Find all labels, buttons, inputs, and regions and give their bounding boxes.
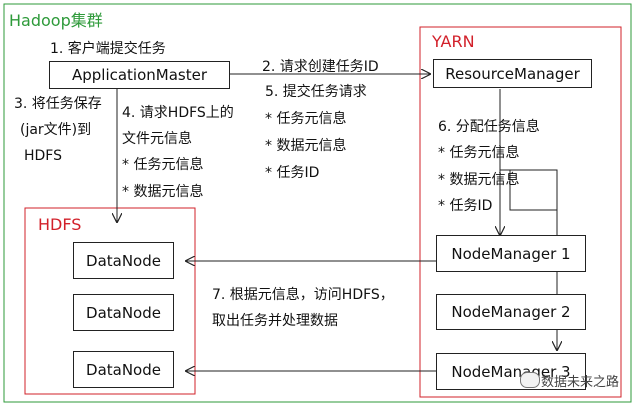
step-3-line-3: HDFS [24,148,63,164]
step-6-line-2: * 任务元信息 [438,145,520,161]
step-4-line-4: * 数据元信息 [122,184,204,200]
watermark-text: 数据未来之路 [541,375,620,390]
step-3-line-1: 3. 将任务保存 [14,96,102,112]
node-manager-3-box: NodeManager 3 [436,353,586,390]
step-4-line-1: 4. 请求HDFS上的 [122,105,234,121]
step-4-line-3: * 任务元信息 [122,157,204,173]
step-3-line-2: (jar文件)到 [20,122,92,138]
step-5-line-4: * 任务ID [265,165,320,181]
step-4-line-2: 文件元信息 [122,131,192,147]
datanode-3-box: DataNode [73,351,174,388]
application-master-box: ApplicationMaster [49,61,230,89]
step-5-line-1: 5. 提交任务请求 [265,84,367,100]
node-manager-1-box: NodeManager 1 [436,235,586,272]
yarn-frame [419,26,622,398]
datanode-1-box: DataNode [73,242,174,279]
hadoop-cluster-title: Hadoop集群 [9,11,103,30]
wechat-logo-icon [520,372,540,388]
node-manager-2-box: NodeManager 2 [436,294,586,330]
hadoop-cluster-frame [3,3,632,403]
step-5-line-2: * 任务元信息 [265,111,347,127]
step-1-label: 1. 客户端提交任务 [50,41,166,57]
hdfs-frame [24,207,196,395]
step-2-label: 2. 请求创建任务ID [262,59,379,75]
arrow-assign-nm3 [509,170,557,350]
step-6-line-1: 6. 分配任务信息 [438,119,540,135]
resource-manager-box: ResourceManager [433,59,592,88]
datanode-2-box: DataNode [73,294,174,331]
step-6-line-3: * 数据元信息 [438,172,520,188]
step-7-line-2: 取出任务并处理数据 [212,313,338,329]
step-5-line-3: * 数据元信息 [265,138,347,154]
step-6-line-4: * 任务ID [438,198,493,214]
step-7-line-1: 7. 根据元信息，访问HDFS， [212,287,394,303]
yarn-title: YARN [432,32,475,51]
hdfs-title: HDFS [38,215,82,234]
